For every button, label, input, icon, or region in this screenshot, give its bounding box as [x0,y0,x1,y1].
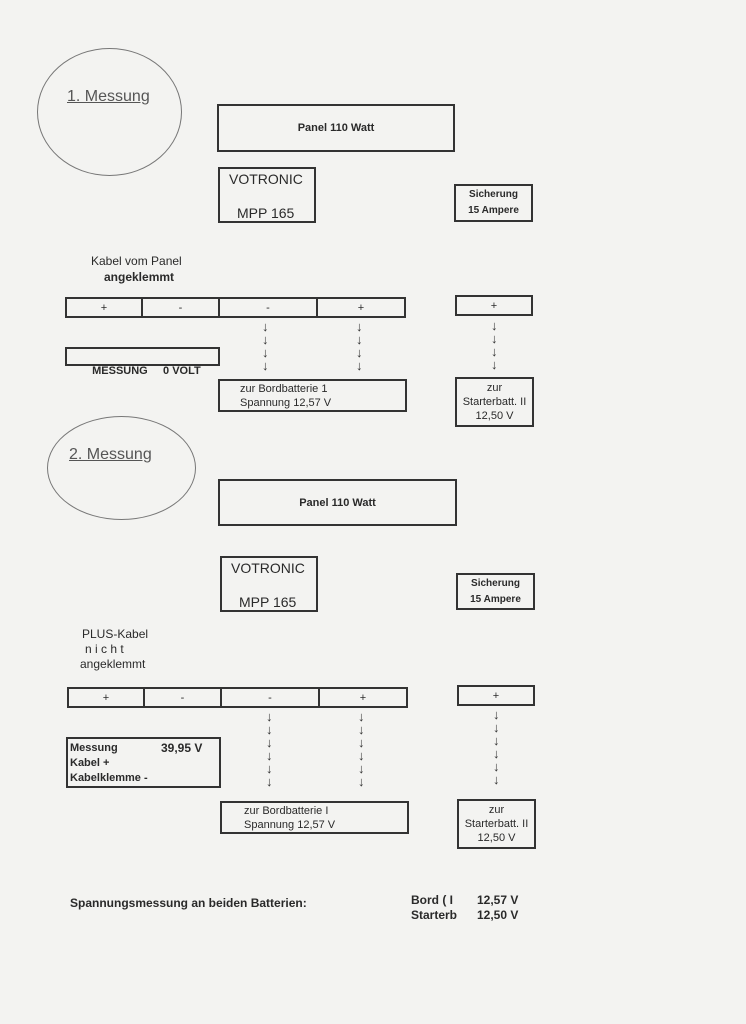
measurement2-result: Messung 39,95 V Kabel + Kabelklemme - [66,737,221,788]
arrows1-mid: ↓↓↓↓ [356,319,363,373]
terminal-strip-1: + - - + [65,297,406,318]
votronic2-model: MPP 165 [239,594,297,610]
arrows2-left: ↓↓↓↓↓↓ [266,709,273,789]
bordbattery1-line1: zur Bordbatterie 1 [240,383,328,395]
measurement1-result-label: MESSUNG 0 VOLT [92,365,201,377]
starterbattery1-line3: 12,50 V [475,410,514,422]
bordbattery1-line2: Spannung 12,57 V [240,397,332,409]
fuse2-box: Sicherung 15 Ampere [456,573,535,610]
bordbattery1-box: zur Bordbatterie 1 Spannung 12,57 V [218,379,407,412]
note2-line1: PLUS-Kabel [82,627,149,641]
measurement1-title: 1. Messung [67,88,150,105]
arrows2-right: ↓↓↓↓↓↓ [493,707,500,787]
terminal2-minus-a: - [145,689,222,706]
starterbattery2-line2: Starterbatt. II [464,818,529,830]
summary-label: Spannungsmessung an beiden Batterien: [70,896,307,910]
bordbattery2-line2: Spannung 12,57 V [244,819,336,831]
terminal1-minus-b: - [220,299,318,316]
terminal1-plus-a: + [67,299,143,316]
bordbattery2-box: zur Bordbatterie I Spannung 12,57 V [220,801,409,834]
note1-line1: Kabel vom Panel [91,254,182,268]
measurement2-result-line3: Kabelklemme - [70,772,148,784]
fuse2-line1: Sicherung [471,577,520,589]
fuse1-line2: 15 Ampere [468,205,519,216]
starterbattery2-line1: zur [488,804,505,816]
note2-line2: n i c h t [85,642,124,656]
terminal2-plus-b: + [359,691,367,704]
terminal1-minus-a: - [143,299,220,316]
measurement2-title: 2. Messung [69,446,152,463]
summary-bord-label: Bord ( I [411,893,453,907]
starterbattery1-line1: zur [486,382,503,394]
votronic1-model: MPP 165 [237,205,295,221]
measurement2-circle [47,416,196,520]
fuse2-terminal: + [457,685,535,706]
measurement2-result-value: 39,95 V [161,741,203,755]
starterbattery1-line2: Starterbatt. II [462,396,527,408]
starterbattery2-box: zur Starterbatt. II 12,50 V [457,799,536,849]
fuse1-line1: Sicherung [469,189,518,200]
terminal2-plus-a: + [69,689,145,706]
measurement1-result: MESSUNG 0 VOLT [65,347,220,377]
panel1-box: Panel 110 Watt [217,104,455,152]
measurement2-result-line2: Kabel + [70,757,110,769]
starterbattery1-box: zur Starterbatt. II 12,50 V [455,377,534,427]
fuse2-line2: 15 Ampere [470,593,521,605]
arrows1-left: ↓↓↓↓ [262,319,269,373]
votronic2-box: VOTRONIC MPP 165 [220,556,318,612]
terminal2-minus-b: - [222,689,320,706]
panel2-box: Panel 110 Watt [218,479,457,526]
fuse1-terminal-label: + [490,299,498,312]
summary-starter-label: Starterb [411,908,458,922]
fuse1-terminal: + [455,295,533,316]
arrows2-mid: ↓↓↓↓↓↓ [358,709,365,789]
measurement1-circle [37,48,182,176]
terminal1-plus-b: + [357,301,365,314]
panel1-label: Panel 110 Watt [297,122,375,134]
summary-starter-value: 12,50 V [477,908,519,922]
note1-line2: angeklemmt [104,270,175,284]
bordbattery2-line1: zur Bordbatterie I [244,805,329,817]
fuse2-terminal-label: + [492,689,500,702]
votronic2-name: VOTRONIC [231,560,305,576]
measurement2-result-label: Messung [70,742,118,754]
terminal-strip-2: + - - + [67,687,408,708]
panel2-label: Panel 110 Watt [299,496,376,509]
summary-bord-value: 12,57 V [477,893,519,907]
fuse1-box: Sicherung 15 Ampere [454,184,533,222]
votronic1-box: VOTRONIC MPP 165 [218,167,316,223]
arrows1-right: ↓↓↓↓ [491,318,498,372]
note2-line3: angeklemmt [80,657,146,671]
starterbattery2-line3: 12,50 V [477,832,516,844]
votronic1-name: VOTRONIC [229,171,303,187]
